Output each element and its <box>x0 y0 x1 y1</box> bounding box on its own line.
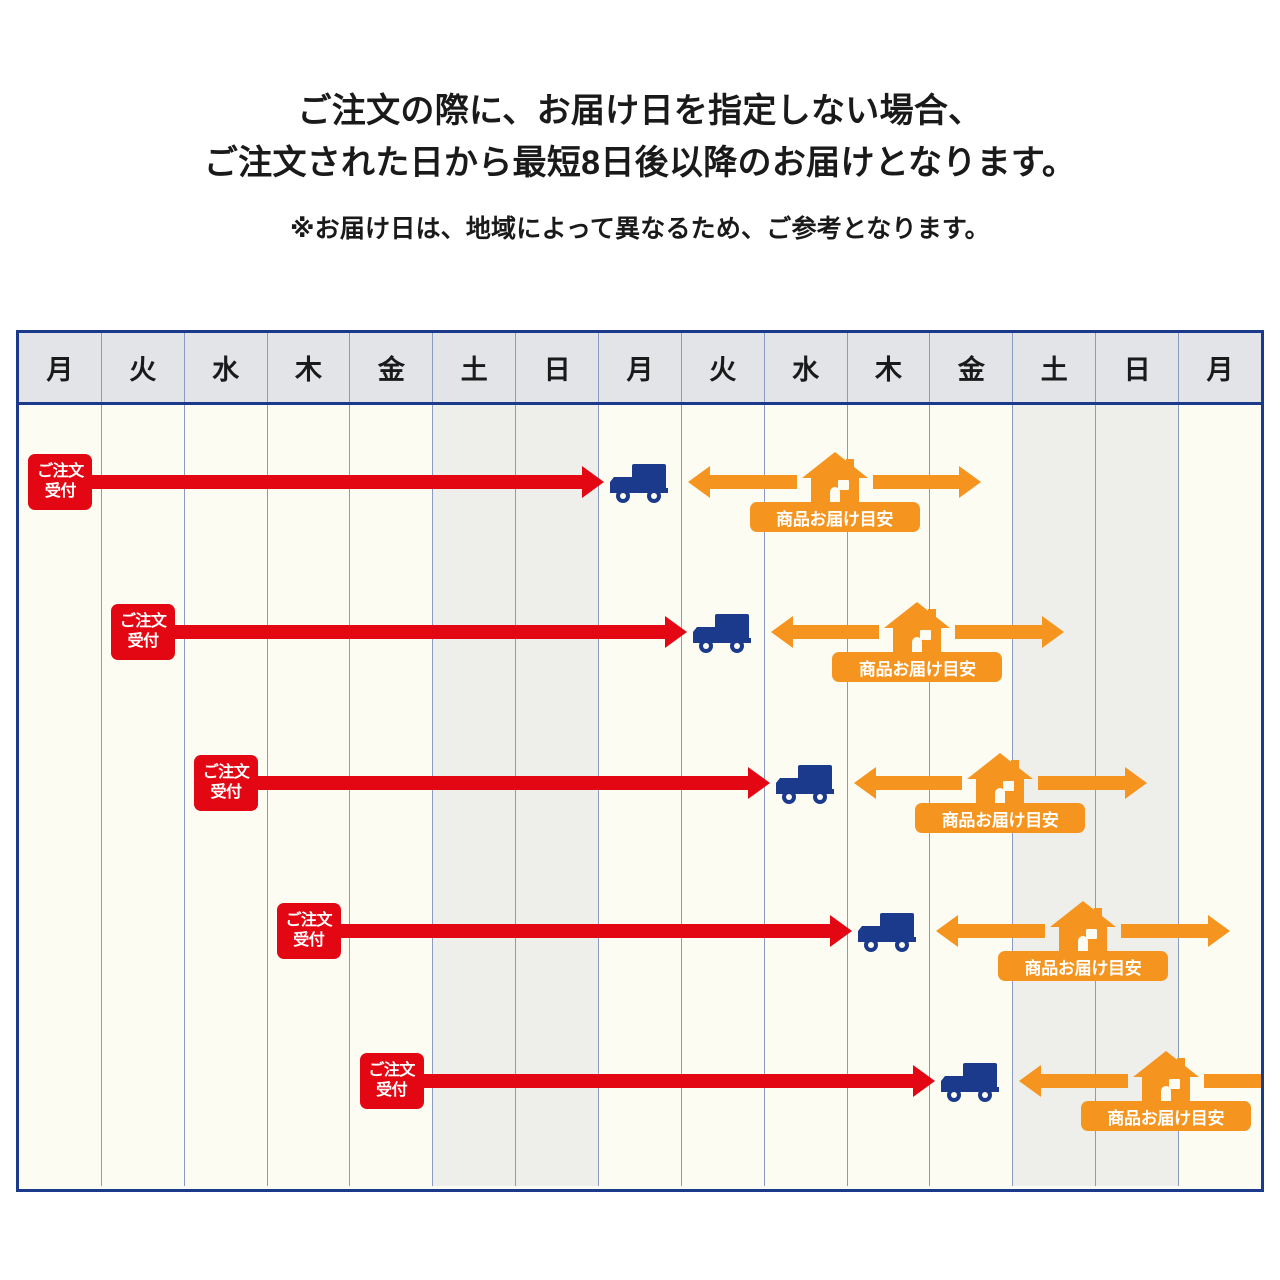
grid-column-6 <box>516 405 600 1186</box>
day-header-4: 金 <box>350 333 434 402</box>
grid-column-12 <box>1013 405 1097 1186</box>
delivery-window-right-arrow <box>1038 767 1147 799</box>
order-badge-line-1: ご注文 <box>285 912 333 930</box>
delivery-truck-icon <box>858 909 918 953</box>
grid-column-0 <box>19 405 102 1186</box>
order-received-badge: ご注文受付 <box>28 454 93 510</box>
headline-line-2: ご注文された日から最短8日後以降のお届けとなります。 <box>203 143 1077 182</box>
delivery-window-left-arrow <box>1019 1065 1128 1097</box>
grid-column-4 <box>350 405 434 1186</box>
delivery-window-right-arrow <box>872 466 981 498</box>
calendar-body: ご注文受付商品お届け目安ご注文受付商品お届け目安ご注文受付商品お届け目安ご注文受… <box>19 405 1261 1186</box>
delivery-estimate-label: 商品お届け目安 <box>1080 1101 1251 1131</box>
delivery-window-left-arrow <box>770 616 880 648</box>
grid-column-5 <box>433 405 517 1186</box>
delivery-window-left-arrow <box>688 466 797 498</box>
heading-block: ご注文の際に、お届け日を指定しない場合、 ご注文された日から最短8日後以降のお届… <box>0 86 1280 245</box>
schedule-row: ご注文受付商品お届け目安 <box>19 1021 1261 1141</box>
order-received-badge: ご注文受付 <box>276 903 341 959</box>
order-badge-line-2: 受付 <box>127 633 160 650</box>
order-received-badge: ご注文受付 <box>194 755 258 811</box>
delivery-destination-house-icon <box>801 450 868 506</box>
day-header-13: 日 <box>1096 333 1180 402</box>
order-badge-line-1: ご注文 <box>202 764 250 782</box>
delivery-truck-icon <box>610 460 670 504</box>
order-badge-line-2: 受付 <box>376 1082 408 1099</box>
delivery-truck-icon <box>775 761 836 805</box>
day-header-2: 水 <box>185 333 268 402</box>
day-header-8: 火 <box>682 333 765 402</box>
day-header-1: 火 <box>102 333 185 402</box>
order-badge-line-1: ご注文 <box>37 463 84 481</box>
order-badge-line-1: ご注文 <box>368 1062 415 1080</box>
delivery-calendar: 月火水木金土日月火水木金土日月 ご注文受付商品お届け目安ご注文受付商品お届け目安… <box>16 330 1264 1192</box>
day-header-7: 月 <box>599 333 682 402</box>
grid-column-3 <box>268 405 351 1186</box>
order-to-shipping-arrow <box>338 915 852 947</box>
delivery-estimate-label: 商品お届け目安 <box>997 951 1168 981</box>
delivery-destination-house-icon <box>1132 1049 1199 1105</box>
delivery-destination-house-icon <box>1049 899 1116 955</box>
day-header-3: 木 <box>268 333 351 402</box>
delivery-estimate-label: 商品お届け目安 <box>915 803 1086 833</box>
delivery-truck-icon <box>692 610 753 654</box>
heading-note: ※お届け日は、地域によって異なるため、ご参考となります。 <box>290 215 990 244</box>
schedule-row: ご注文受付商品お届け目安 <box>19 572 1261 692</box>
calendar-grid <box>19 405 1261 1186</box>
order-to-shipping-arrow <box>173 616 687 648</box>
day-header-9: 水 <box>765 333 848 402</box>
delivery-truck-icon <box>941 1059 1001 1103</box>
grid-column-1 <box>102 405 185 1186</box>
order-received-badge: ご注文受付 <box>359 1053 424 1109</box>
delivery-estimate-label: 商品お届け目安 <box>749 502 920 532</box>
schedule-row: ご注文受付商品お届け目安 <box>19 422 1261 542</box>
order-badge-line-2: 受付 <box>293 932 325 949</box>
day-header-12: 土 <box>1013 333 1097 402</box>
schedule-row: ご注文受付商品お届け目安 <box>19 723 1261 843</box>
grid-column-7 <box>599 405 682 1186</box>
delivery-window-right-arrow <box>1203 1074 1261 1088</box>
order-to-shipping-arrow <box>90 466 604 498</box>
grid-column-9 <box>765 405 848 1186</box>
calendar-day-header: 月火水木金土日月火水木金土日月 <box>19 333 1261 405</box>
day-header-5: 土 <box>433 333 517 402</box>
order-to-shipping-arrow <box>256 767 770 799</box>
schedule-row: ご注文受付商品お届け目安 <box>19 871 1261 991</box>
headline-line-1: ご注文の際に、お届け日を指定しない場合、 <box>297 92 983 130</box>
day-header-11: 金 <box>930 333 1014 402</box>
order-received-badge: ご注文受付 <box>111 604 176 660</box>
order-to-shipping-arrow <box>421 1065 935 1097</box>
delivery-window-right-arrow <box>955 616 1064 648</box>
schedule-rows: ご注文受付商品お届け目安ご注文受付商品お届け目安ご注文受付商品お届け目安ご注文受… <box>19 405 1261 1186</box>
day-header-0: 月 <box>19 333 102 402</box>
order-badge-line-2: 受付 <box>44 483 77 500</box>
order-badge-line-2: 受付 <box>210 784 242 801</box>
day-header-14: 月 <box>1206 355 1234 385</box>
grid-column-2 <box>185 405 268 1186</box>
order-badge-line-1: ご注文 <box>119 613 167 631</box>
delivery-destination-house-icon <box>967 751 1034 807</box>
grid-column-10 <box>848 405 931 1186</box>
delivery-window-right-arrow <box>1120 915 1229 947</box>
day-header-6: 日 <box>516 333 600 402</box>
delivery-destination-house-icon <box>884 600 951 656</box>
day-header-10: 木 <box>848 333 931 402</box>
delivery-window-left-arrow <box>936 915 1045 947</box>
delivery-window-left-arrow <box>853 767 963 799</box>
delivery-estimate-label: 商品お届け目安 <box>832 652 1003 682</box>
